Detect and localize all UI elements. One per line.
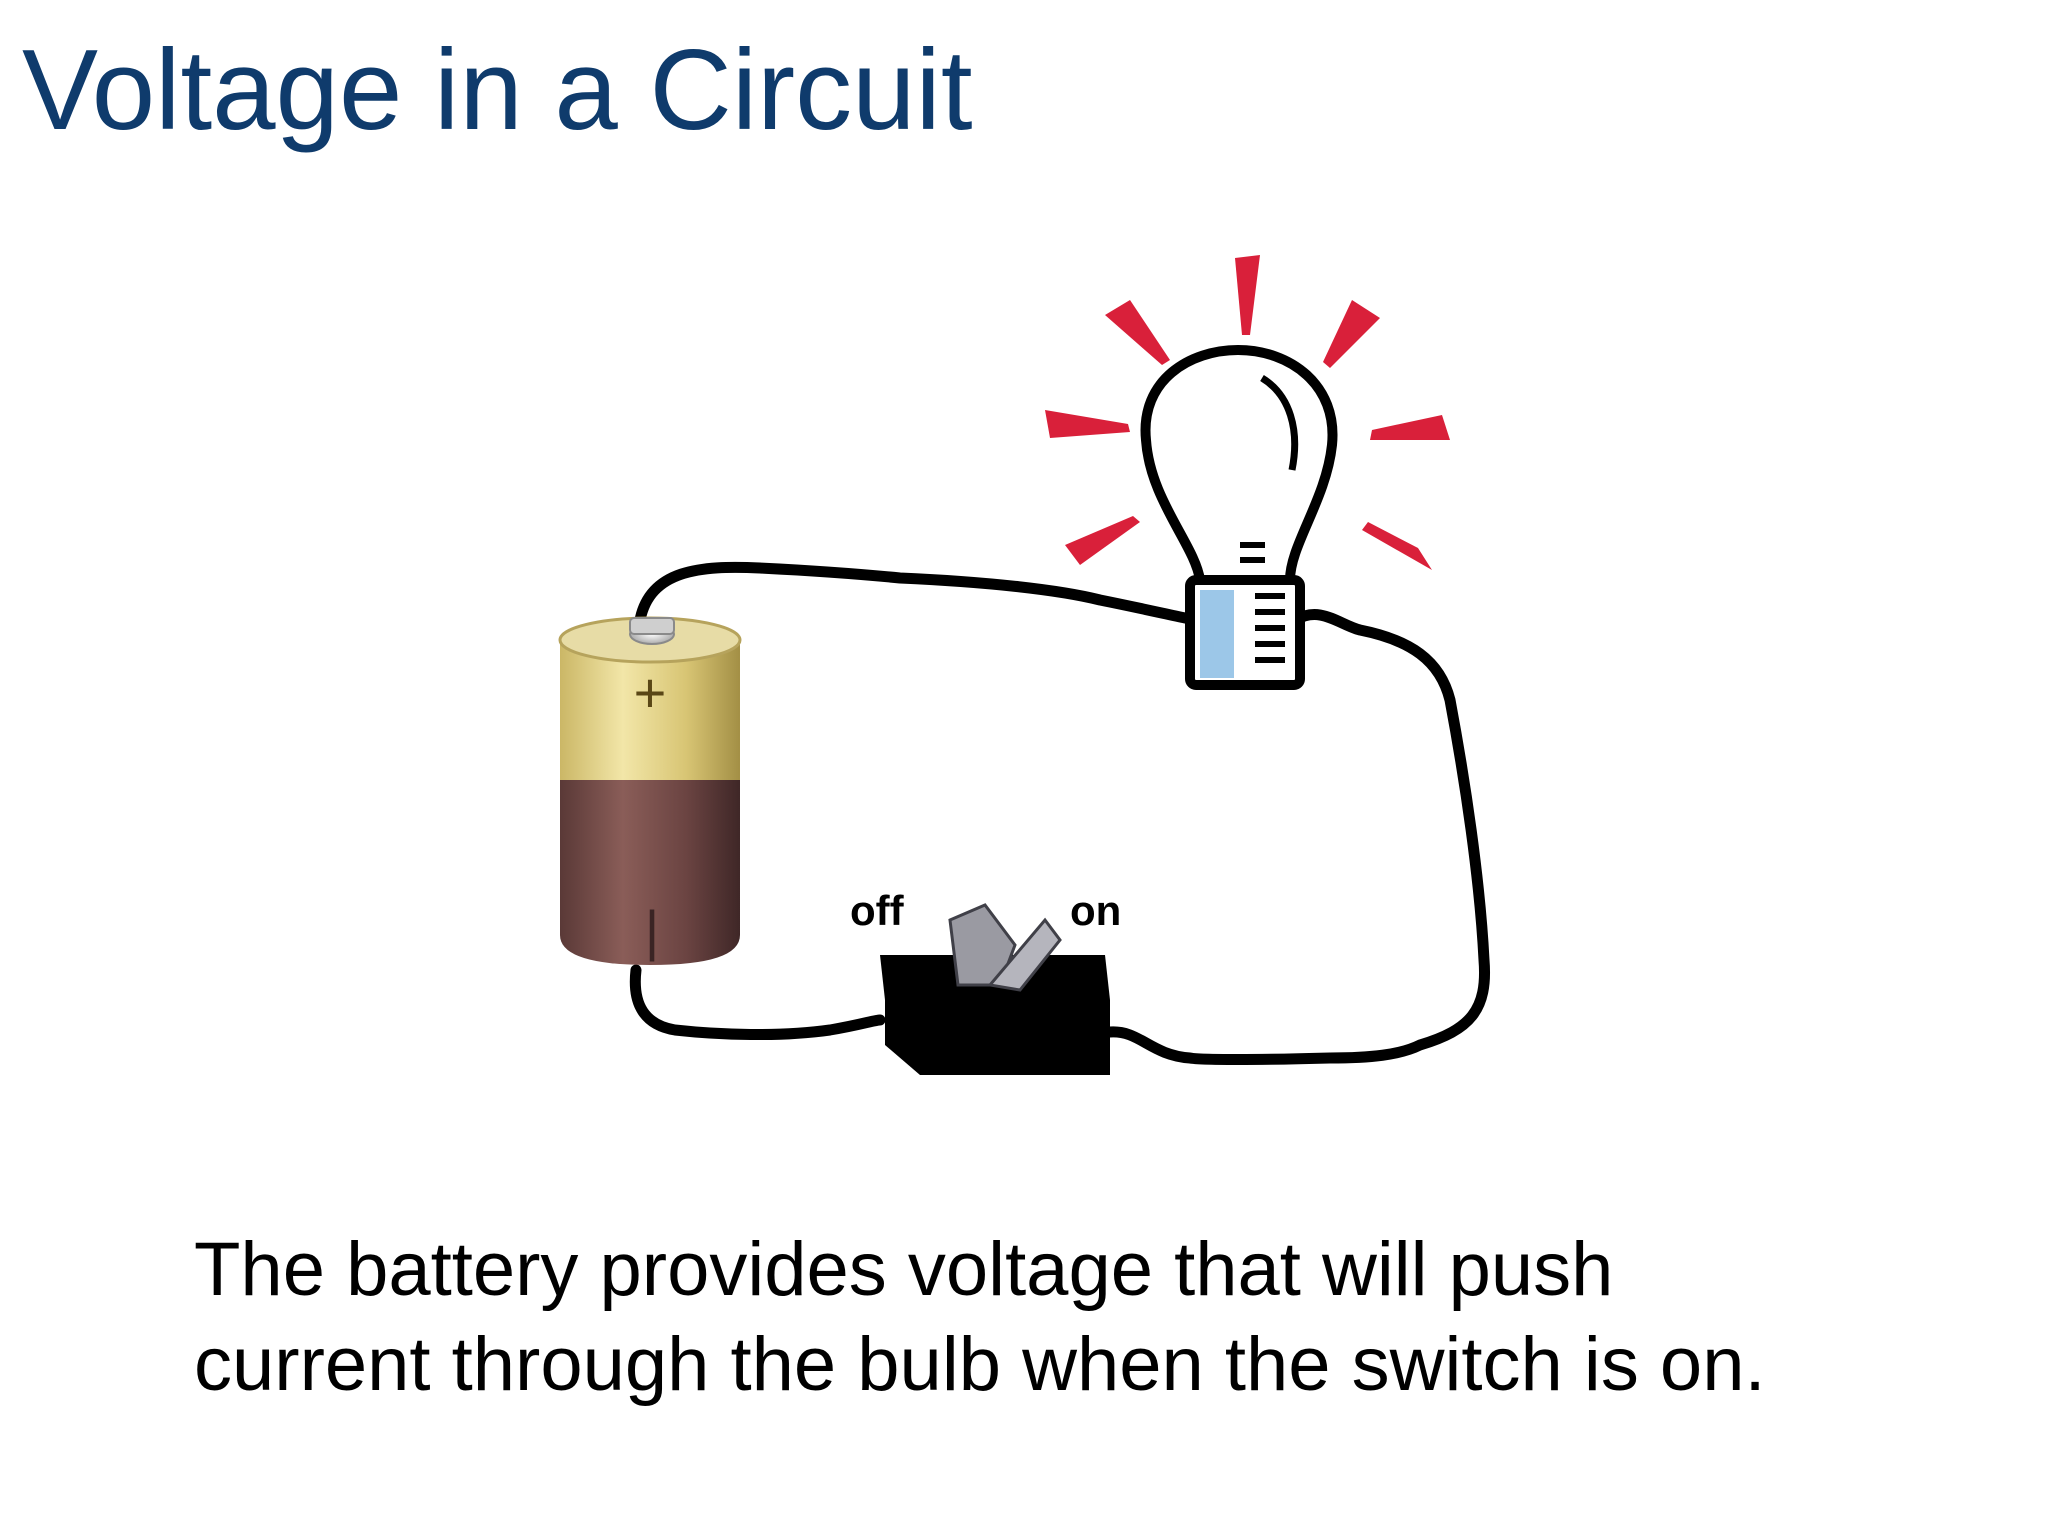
toggle-switch: off on [850, 887, 1121, 1075]
glow-ray-bottom-right [1362, 522, 1432, 570]
caption-line-1: The battery provides voltage that will p… [194, 1227, 1614, 1312]
circuit-wires [629, 561, 1491, 1065]
wire-bulb-to-right [1104, 609, 1491, 1065]
slide-caption: The battery provides voltage that will p… [194, 1222, 1994, 1412]
caption-line-2: current through the bulb when the switch… [194, 1322, 1766, 1407]
bulb-base-threads [1255, 593, 1285, 663]
glow-ray-bottom-left [1065, 516, 1140, 565]
switch-box-front [885, 1000, 1110, 1075]
switch-off-label: off [850, 887, 905, 934]
wire-battery-to-switch [629, 964, 886, 1041]
battery: + | [558, 616, 742, 965]
bulb-glow-rays [1045, 255, 1450, 570]
bulb-base-highlight [1200, 590, 1234, 678]
bulb-glass-reflection [1260, 375, 1299, 471]
switch-on-label: on [1070, 887, 1121, 934]
slide-title: Voltage in a Circuit [22, 27, 973, 154]
glow-ray-right [1370, 415, 1450, 440]
light-bulb [1140, 344, 1338, 690]
glow-ray-top-right [1323, 300, 1380, 368]
glow-ray-top [1235, 255, 1260, 335]
glow-ray-top-left [1105, 300, 1170, 365]
glow-ray-left [1045, 410, 1130, 438]
wire-battery-to-bulb [634, 561, 1191, 626]
battery-bottom-section [560, 780, 740, 965]
battery-negative-sign: | [645, 899, 660, 962]
bulb-glass [1140, 344, 1338, 585]
switch-lever-right [987, 917, 1062, 992]
battery-positive-sign: + [634, 661, 667, 724]
